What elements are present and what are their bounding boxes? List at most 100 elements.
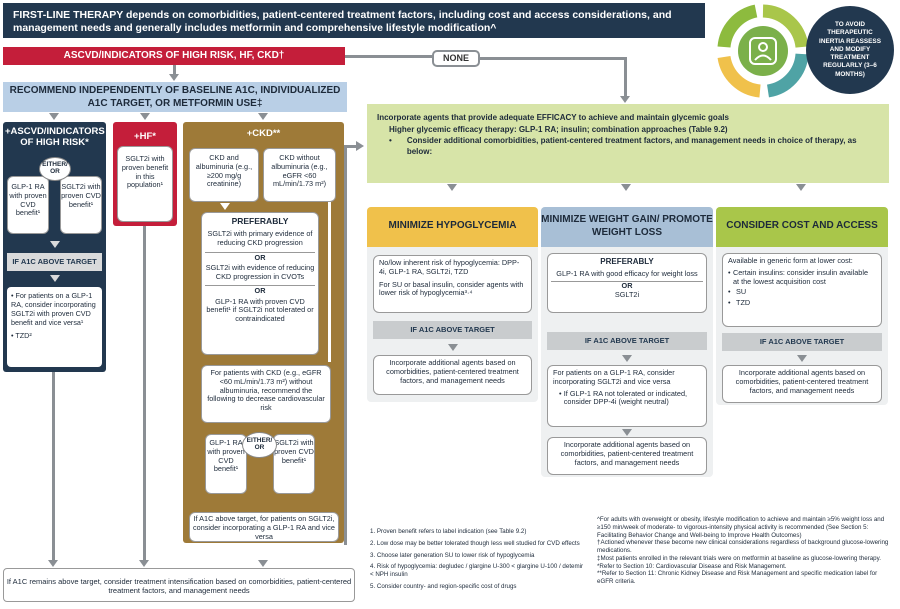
ckd-no-albuminuria-text: CKD without albuminuria (e.g., eGFR <60 … <box>271 153 328 189</box>
arrow-hf-bottom <box>139 560 149 567</box>
ascvd-glp1-text: GLP-1 RA with proven CVD benefit¹ <box>9 182 47 218</box>
ascvd-sglt2-box: SGLT2i with proven CVD benefit¹ <box>60 176 102 234</box>
footnotes-right: ^For adults with overweight or obesity, … <box>597 516 895 586</box>
arrow-to-hypo <box>447 184 457 191</box>
ascvd-column: +ASCVD/INDICATORS OF HIGH RISK* GLP-1 RA… <box>3 122 106 372</box>
arrow-weight-final <box>622 429 632 436</box>
ckd-preferably-box: PREFERABLY SGLT2i with primary evidence … <box>201 212 319 355</box>
ascvd-bullet-2: • TZD² <box>11 331 32 340</box>
weight-panel: MINIMIZE WEIGHT GAIN/ PROMOTE WEIGHT LOS… <box>541 207 713 477</box>
ascvd-either-or: EITHER/ OR <box>39 157 71 181</box>
weight-or: OR <box>551 281 703 291</box>
weight-t2: SGLT2i <box>614 290 640 300</box>
weight-t1: GLP-1 RA with good efficacy for weight l… <box>556 268 698 278</box>
efficacy-bullet-text: Consider additional comorbidities, patie… <box>406 136 857 156</box>
arrow-to-hf <box>140 113 150 120</box>
ascvd-bullet-box: • For patients on a GLP-1 RA, consider i… <box>7 287 102 367</box>
ckd-no-albuminuria-box: CKD without albuminuria (e.g., eGFR <60 … <box>263 148 336 202</box>
reassess-text: TO AVOID THERAPEUTIC INERTIA REASSESS AN… <box>819 20 881 78</box>
cost-bullet-1: • <box>728 267 731 277</box>
arrow-ascvd-if <box>50 241 60 248</box>
ckd-preferably-label: PREFERABLY <box>231 216 289 226</box>
ckd-either-or: EITHER/ OR <box>242 432 277 458</box>
ckd-right-connector <box>328 202 331 362</box>
cost-b1-text: Certain insulins: consider insulin avail… <box>732 267 869 286</box>
arrow-ckd-preferably <box>220 203 230 210</box>
ascvd-sglt2-text: SGLT2i with proven CVD benefit¹ <box>61 182 101 209</box>
hypo-final-box: Incorporate additional agents based on c… <box>373 355 532 395</box>
hypo-t2: For SU or basal insulin, consider agents… <box>379 279 524 298</box>
footnote-4: 4. Risk of hypoglycemia: degludec / glar… <box>370 563 584 578</box>
weight-preferably-label: PREFERABLY <box>600 257 654 266</box>
connector-hf-down <box>143 226 146 562</box>
ckd-option-3: GLP-1 RA with proven CVD benefit¹ if SGL… <box>206 296 314 324</box>
efficacy-bullet: • Consider additional comorbidities, pat… <box>377 136 879 158</box>
ascvd-if-above-target: IF A1C ABOVE TARGET <box>7 253 102 271</box>
footnote-star: *Refer to Section 10: Cardiovascular Dis… <box>597 562 787 570</box>
ascvd-either-or-text: EITHER/ OR <box>42 161 68 176</box>
ckd-or-1: OR <box>205 251 315 263</box>
arrow-to-ascvd <box>49 113 59 120</box>
weight-t4-text: If GLP-1 RA not tolerated or indicated, … <box>563 388 688 407</box>
arrow-ascvd-bottom <box>48 560 58 567</box>
ckd-sglt2-box: SGLT2i with proven CVD benefit¹ <box>273 434 315 494</box>
ascvd-bullet-1: • For patients on a GLP-1 RA, consider i… <box>11 291 96 327</box>
connector-none-right <box>480 57 626 60</box>
weight-t3: For patients on a GLP-1 RA, consider inc… <box>553 368 675 386</box>
first-line-therapy-banner: FIRST-LINE THERAPY depends on comorbidit… <box>3 3 705 38</box>
footnote-2: 2. Low dose may be better tolerated thou… <box>370 539 580 547</box>
connector-red-down <box>173 65 176 75</box>
none-label: NONE <box>432 50 480 67</box>
weight-bullet: • <box>559 388 562 398</box>
ascvd-title: +ASCVD/INDICATORS OF HIGH RISK* <box>5 126 105 149</box>
arrow-weight-t3 <box>622 355 632 362</box>
arrow-to-weight <box>621 184 631 191</box>
efficacy-line-1: Incorporate agents that provide adequate… <box>377 113 729 122</box>
footnotes-left: 1. Proven benefit refers to label indica… <box>370 528 585 591</box>
weight-t3-box: For patients on a GLP-1 RA, consider inc… <box>547 365 707 427</box>
cost-intro: Available in generic form at lower cost: <box>728 256 853 265</box>
ckd-or-2: OR <box>205 284 315 296</box>
weight-title: MINIMIZE WEIGHT GAIN/ PROMOTE WEIGHT LOS… <box>541 207 713 247</box>
ckd-if-above-box: If A1C above target, for patients on SGL… <box>189 512 339 542</box>
weight-final-box: Incorporate additional agents based on c… <box>547 437 707 475</box>
cost-b3: • TZD <box>728 298 876 308</box>
hypoglycemia-panel: MINIMIZE HYPOGLYCEMIA No/low inherent ri… <box>367 207 538 402</box>
bullet-dot: • <box>389 136 392 145</box>
footnote-double-star: **Refer to Section 11: Chronic Kidney Di… <box>597 570 878 585</box>
ckd-glp1-text: GLP-1 RA with proven CVD benefit¹ <box>207 438 245 474</box>
cost-b2: • SU <box>728 287 876 297</box>
hf-column: +HF* SGLT2i with proven benefit in this … <box>113 122 177 226</box>
intensification-box: If A1C remains above target, consider tr… <box>3 568 355 602</box>
reassess-cycle-graphic: TO AVOID THERAPEUTIC INERTIA REASSESS AN… <box>708 2 898 100</box>
arrow-to-recommend <box>169 74 179 81</box>
ckd-glp1-box: GLP-1 RA with proven CVD benefit¹ <box>205 434 247 494</box>
cost-b2-text: SU <box>736 287 747 297</box>
recommend-independently-box: RECOMMEND INDEPENDENTLY OF BASELINE A1C,… <box>3 82 347 112</box>
connector-ckd-to-main <box>344 145 358 148</box>
ascvd-bullet-2-text: TZD² <box>15 331 32 340</box>
ckd-option-2: SGLT2i with evidence of reducing CKD pro… <box>205 263 315 282</box>
ckd-albuminuria-text: CKD and albuminuria (e.g., ≥200 mg/g cre… <box>195 153 253 189</box>
cost-title: CONSIDER COST AND ACCESS <box>716 207 888 247</box>
efficacy-box: Incorporate agents that provide adequate… <box>367 104 889 183</box>
arrow-ascvd-bullets <box>50 275 60 282</box>
cost-panel: CONSIDER COST AND ACCESS Available in ge… <box>716 207 888 405</box>
arrow-ckd-bottom <box>258 560 268 567</box>
ckd-title: +CKD** <box>246 128 281 139</box>
hypo-t1: No/low inherent risk of hypoglycemia: DP… <box>379 258 520 276</box>
cycle-ring-icon <box>717 4 809 98</box>
arrow-cost-final <box>797 355 807 362</box>
cost-if-above-target: IF A1C ABOVE TARGET <box>722 333 882 351</box>
hypo-if-above-target: IF A1C ABOVE TARGET <box>373 321 532 339</box>
cost-b3-text: TZD <box>736 298 751 307</box>
ckd-cv-risk-note: For patients with CKD (e.g., eGFR <60 mL… <box>201 365 331 423</box>
weight-t4: • If GLP-1 RA not tolerated or indicated… <box>553 388 701 408</box>
hf-sglt2-text: SGLT2i with proven benefit in this popul… <box>121 154 169 190</box>
cost-bullet-3: • <box>728 298 731 307</box>
cost-bullet-2: • <box>728 287 731 297</box>
connector-red-to-none <box>345 55 433 58</box>
connector-none-down <box>624 57 627 97</box>
cost-b1: •Certain insulins: consider insulin avai… <box>728 267 876 287</box>
ckd-albuminuria-box: CKD and albuminuria (e.g., ≥200 mg/g cre… <box>189 148 259 202</box>
